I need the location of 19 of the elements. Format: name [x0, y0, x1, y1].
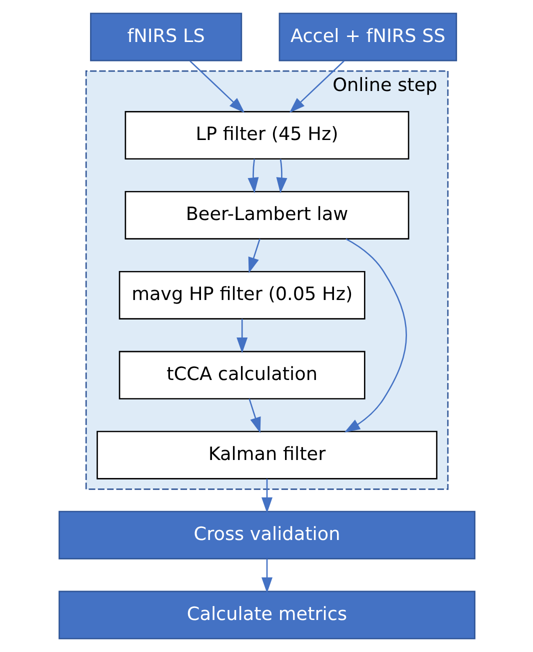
node-box: Beer-Lambert law [124, 191, 409, 240]
node-box: Kalman filter [96, 430, 437, 480]
arrow [248, 238, 260, 274]
node-box: Cross validation [58, 510, 475, 560]
node-box: LP filter (45 Hz) [124, 111, 409, 160]
arrow [260, 478, 272, 514]
arrow [189, 60, 244, 113]
node-box: tCCA calculation [118, 350, 365, 400]
node-box: fNIRS LS [90, 12, 242, 62]
node-box: Calculate metrics [58, 590, 475, 640]
arrow [344, 238, 406, 432]
arrow [260, 558, 272, 594]
arrow [236, 318, 248, 354]
arrow [247, 158, 258, 194]
node-box: Accel + fNIRS SS [278, 12, 457, 62]
arrow [276, 158, 287, 194]
arrow [288, 60, 344, 113]
arrow [248, 398, 260, 434]
node-box: mavg HP filter (0.05 Hz) [118, 270, 365, 320]
